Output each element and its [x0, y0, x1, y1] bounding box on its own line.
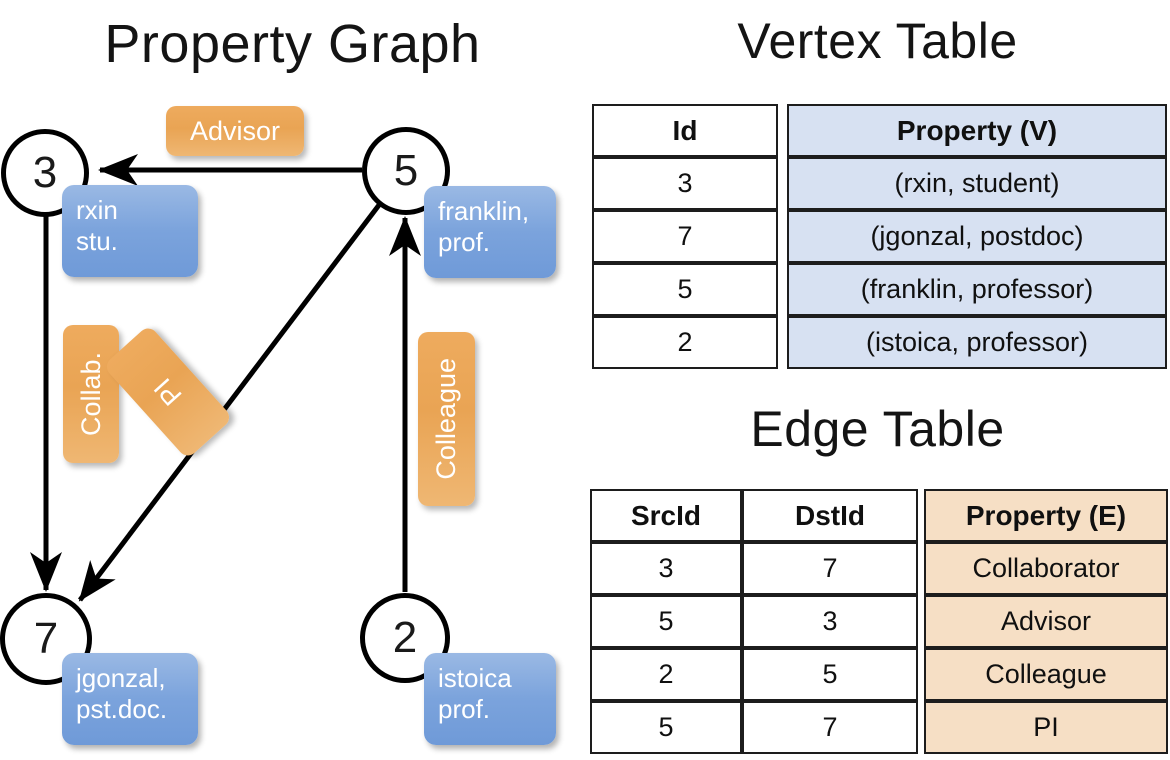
node-property-line: franklin, — [438, 196, 530, 226]
graph-node-2[interactable]: 2 — [360, 593, 450, 683]
edge-label-colleague-text: Colleague — [431, 358, 461, 480]
vertex-property-cell: (franklin, professor) — [787, 263, 1167, 316]
vertex-id-cell: 5 — [592, 263, 778, 316]
column-gap — [778, 210, 787, 263]
page-title-property-graph: Property Graph — [104, 14, 481, 74]
node-property-box-3[interactable]: rxin stu. — [62, 185, 198, 277]
edge-property-cell: Collaborator — [924, 542, 1168, 595]
vertex-id-cell: 2 — [592, 316, 778, 369]
edge-dst-cell: 3 — [742, 595, 918, 648]
edge-property-cell: PI — [924, 701, 1168, 754]
table-header-row: Id Property (V) — [592, 104, 1167, 157]
node-property-line: prof. — [438, 694, 491, 724]
column-gap — [778, 104, 787, 157]
vertex-property-cell: (jgonzal, postdoc) — [787, 210, 1167, 263]
vertex-table-header-property: Property (V) — [787, 104, 1167, 157]
node-property-line: istoica — [438, 663, 512, 693]
vertex-table: Id Property (V) 3 (rxin, student) 7 (jgo… — [592, 104, 1167, 369]
table-row[interactable]: 5 7 PI — [590, 701, 1168, 754]
graph-node-5[interactable]: 5 — [362, 127, 450, 215]
edge-dst-cell: 5 — [742, 648, 918, 701]
edge-src-cell: 2 — [590, 648, 742, 701]
node-property-box-7[interactable]: jgonzal, pst.doc. — [62, 653, 198, 745]
edge-label-collab[interactable]: Collab. — [63, 325, 119, 463]
edge-label-collab-text: Collab. — [75, 351, 106, 437]
node-property-line: rxin — [76, 195, 118, 225]
table-header-row: SrcId DstId Property (E) — [590, 489, 1168, 542]
column-gap — [778, 263, 787, 316]
table-row[interactable]: 2 (istoica, professor) — [592, 316, 1167, 369]
page-title-vertex-table: Vertex Table — [737, 13, 1018, 69]
edge-property-cell: Colleague — [924, 648, 1168, 701]
vertex-property-cell: (rxin, student) — [787, 157, 1167, 210]
graph-node-3-label: 3 — [32, 148, 58, 197]
graph-node-5-label: 5 — [393, 146, 419, 195]
node-property-line: prof. — [438, 227, 491, 257]
vertex-id-cell: 3 — [592, 157, 778, 210]
edge-dst-cell: 7 — [742, 701, 918, 754]
edge-label-advisor[interactable]: Advisor — [166, 106, 304, 156]
node-property-box-5[interactable]: franklin, prof. — [424, 186, 556, 278]
edge-line-5-to-7 — [78, 203, 381, 602]
property-graph-diagram: 3 5 7 2 rxin stu. franklin, prof. jgonza… — [0, 106, 556, 745]
page-title-edge-table: Edge Table — [750, 401, 1005, 457]
table-row[interactable]: 2 5 Colleague — [590, 648, 1168, 701]
graph-edges-svg — [30, 154, 421, 602]
edge-property-cell: Advisor — [924, 595, 1168, 648]
table-row[interactable]: 5 3 Advisor — [590, 595, 1168, 648]
edge-table-header-srcid: SrcId — [590, 489, 742, 542]
node-property-box-2[interactable]: istoica prof. — [424, 653, 556, 745]
graph-node-7-label: 7 — [33, 614, 59, 663]
node-property-line: jgonzal, — [76, 663, 166, 693]
table-row[interactable]: 3 (rxin, student) — [592, 157, 1167, 210]
table-row[interactable]: 3 7 Collaborator — [590, 542, 1168, 595]
edge-dst-cell: 7 — [742, 542, 918, 595]
edge-src-cell: 3 — [590, 542, 742, 595]
table-row[interactable]: 5 (franklin, professor) — [592, 263, 1167, 316]
column-gap — [778, 157, 787, 210]
column-gap — [778, 316, 787, 369]
node-property-line: pst.doc. — [76, 694, 168, 724]
edge-table-header-property: Property (E) — [924, 489, 1168, 542]
table-row[interactable]: 7 (jgonzal, postdoc) — [592, 210, 1167, 263]
edge-label-colleague[interactable]: Colleague — [418, 332, 475, 506]
edge-label-pi-text: PI — [147, 372, 188, 412]
vertex-id-cell: 7 — [592, 210, 778, 263]
edge-table: SrcId DstId Property (E) 3 7 Collaborato… — [590, 489, 1168, 754]
vertex-table-header-id: Id — [592, 104, 778, 157]
vertex-property-cell: (istoica, professor) — [787, 316, 1167, 369]
graph-node-2-label: 2 — [392, 613, 418, 662]
edge-src-cell: 5 — [590, 701, 742, 754]
edge-label-advisor-text: Advisor — [189, 115, 281, 146]
edge-table-header-dstid: DstId — [742, 489, 918, 542]
node-property-line: stu. — [76, 226, 118, 256]
edge-src-cell: 5 — [590, 595, 742, 648]
